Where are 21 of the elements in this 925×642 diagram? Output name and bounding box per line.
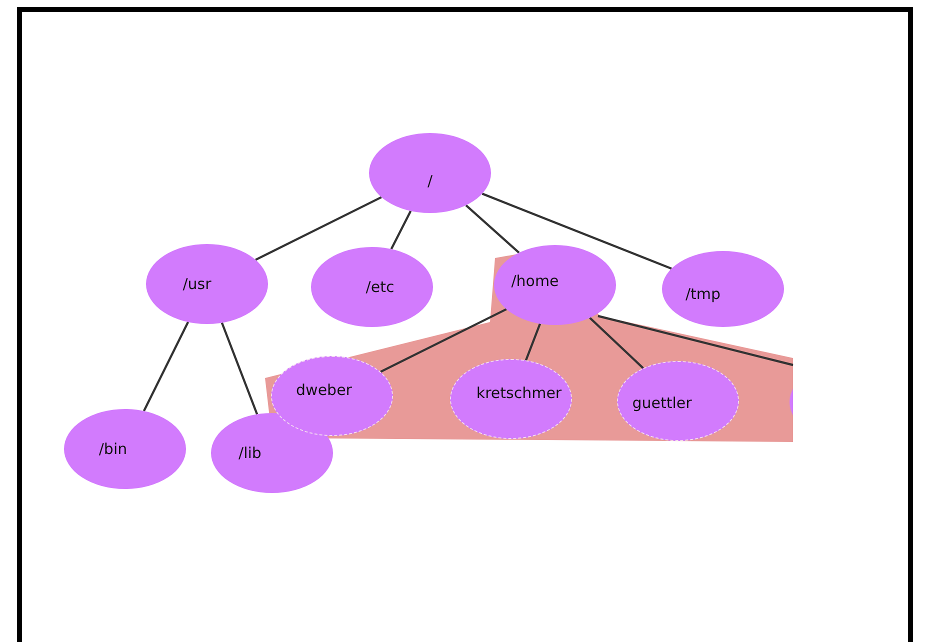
- connector-line: [220, 322, 258, 415]
- connector-line: [255, 196, 382, 261]
- directory-name: dweber: [296, 381, 352, 399]
- directory-name: /bin: [98, 440, 128, 458]
- directory-name: /etc: [366, 278, 394, 296]
- connector-line: [598, 314, 794, 366]
- directory-name: /usr: [182, 275, 212, 293]
- connector-line: [465, 204, 520, 254]
- connector-line: [142, 322, 190, 412]
- directory-name: kretschmer: [476, 384, 562, 402]
- directory-name: /: [427, 172, 433, 190]
- connector-line: [390, 210, 412, 250]
- connector-line: [524, 323, 542, 361]
- connector-line: [482, 192, 672, 270]
- connector-line: [589, 317, 644, 369]
- directory-ellipse: [494, 245, 616, 325]
- directory-name: /home: [511, 272, 559, 290]
- directory-name: /lib: [238, 444, 262, 462]
- connector-line: [380, 308, 507, 373]
- directory-name: guettler: [632, 394, 692, 412]
- directory-name: /tmp: [685, 285, 721, 303]
